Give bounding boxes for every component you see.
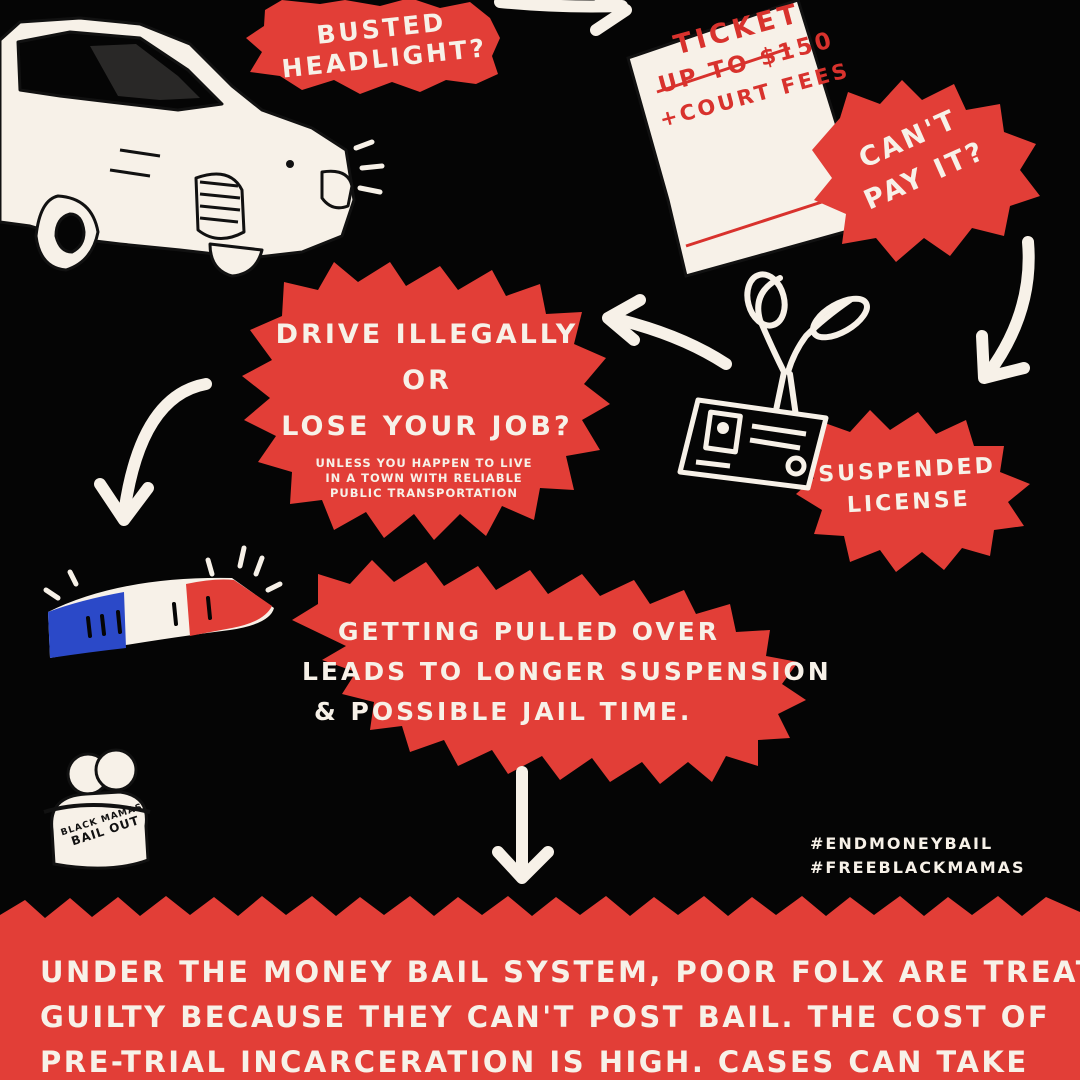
- drive-illegally-badge: DRIVE ILLEGALLY OR LOSE YOUR JOB?: [262, 312, 592, 450]
- ticket-underline: [656, 46, 791, 94]
- car-icon: [0, 16, 356, 278]
- drive-note-line-1: UNLESS YOU HAPPEN TO LIVE: [315, 456, 533, 470]
- hashtag-freeblackmamas: #FREEBLACKMAMAS: [810, 858, 1026, 877]
- drive-line-1: DRIVE ILLEGALLY: [275, 319, 579, 350]
- pulled-over-badge-shape: [292, 560, 806, 784]
- scissors-icon: [744, 271, 870, 423]
- drive-line-2: OR: [402, 365, 452, 396]
- cant-pay-badge-shape: [812, 80, 1040, 262]
- pulled-line-3: & POSSIBLE JAIL TIME.: [314, 697, 693, 726]
- suspended-license-badge: SUSPENDED LICENSE: [806, 450, 1009, 524]
- drive-badge-shape: [242, 262, 610, 540]
- headlight-spark-marks: [353, 139, 385, 195]
- siren-flash-marks: [43, 545, 283, 601]
- license-card-icon: [677, 397, 829, 491]
- banner-line-1: UNDER THE MONEY BAIL SYSTEM, POOR FOLX A…: [40, 955, 1080, 989]
- bottom-banner-shape: [0, 896, 1080, 1080]
- drive-note-line-3: PUBLIC TRANSPORTATION: [329, 486, 519, 500]
- arrow-icon: [494, 0, 632, 36]
- arrow-icon: [492, 766, 554, 884]
- bottom-banner: UNDER THE MONEY BAIL SYSTEM, POOR FOLX A…: [40, 950, 1080, 1080]
- arrow-icon: [602, 294, 732, 370]
- banner-line-3: PRE-TRIAL INCARCERATION IS HIGH. CASES C…: [40, 1045, 1029, 1079]
- banner-line-2: GUILTY BECAUSE THEY CAN'T POST BAIL. THE…: [40, 1000, 1051, 1034]
- siren-light-icon: [48, 577, 274, 658]
- pulled-line-2: LEADS TO LONGER SUSPENSION: [302, 657, 832, 686]
- pulled-line-1: GETTING PULLED OVER: [338, 617, 720, 646]
- drive-line-3: LOSE YOUR JOB?: [281, 411, 573, 442]
- hugging-figures-logo-icon: [43, 748, 151, 870]
- suspended-badge-shape: [790, 410, 1030, 572]
- pulled-over-badge: GETTING PULLED OVER LEADS TO LONGER SUSP…: [302, 612, 832, 732]
- arrow-icon: [976, 236, 1035, 384]
- hashtag-endmoneybail: #ENDMONEYBAIL: [810, 834, 994, 853]
- ticket-bottom-line: [685, 198, 829, 248]
- hashtags: #ENDMONEYBAIL #FREEBLACKMAMAS: [810, 832, 1060, 880]
- headlight-badge-shape: [246, 0, 500, 94]
- drive-footnote: UNLESS YOU HAPPEN TO LIVE IN A TOWN WITH…: [282, 456, 566, 501]
- drive-note-line-2: IN A TOWN WITH RELIABLE: [325, 471, 523, 485]
- arrow-icon: [94, 378, 212, 526]
